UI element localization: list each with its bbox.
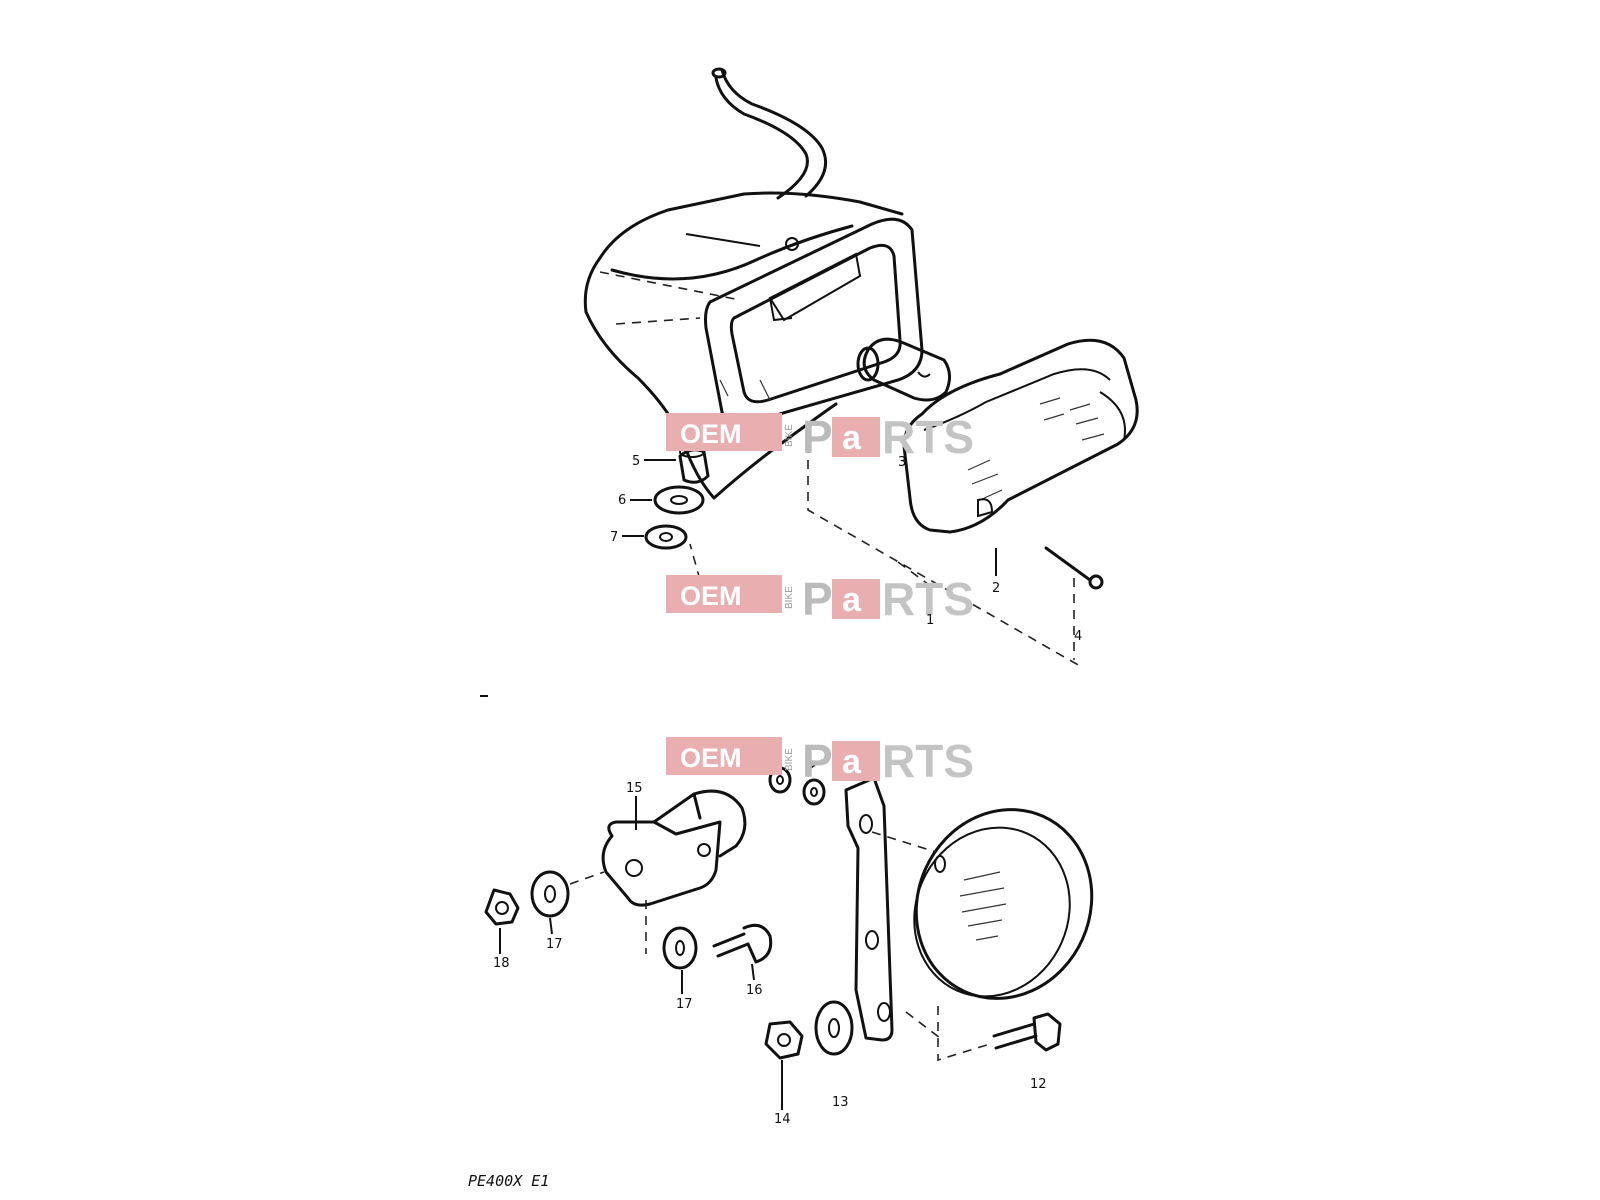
label-13: 13: [832, 1095, 849, 1110]
leader-lines-lower: [499, 759, 991, 1110]
screw-4: [1044, 546, 1104, 590]
tail-lamp-housing: [583, 67, 924, 500]
label-14: 14: [774, 1112, 791, 1127]
svg-text:P: P: [802, 735, 833, 787]
svg-text:OEM: OEM: [680, 743, 742, 773]
reflector-bracket-15: [601, 789, 747, 907]
label-1: 1: [926, 613, 934, 628]
reflector: [913, 808, 1094, 1000]
label-15: 15: [626, 781, 643, 796]
watermark-1: OEM BIKE P a RTS: [666, 411, 974, 463]
label-6: 6: [618, 493, 626, 508]
diagram-code: PE400X E1: [468, 1172, 549, 1190]
nut-14: [764, 1020, 804, 1060]
svg-text:RTS: RTS: [882, 573, 974, 625]
svg-text:BIKE: BIKE: [784, 424, 795, 447]
bolt-12: [992, 1012, 1062, 1052]
label-17a: 17: [546, 937, 563, 952]
svg-text:a: a: [842, 419, 862, 457]
label-7: 7: [610, 530, 618, 545]
svg-text:P: P: [802, 411, 833, 463]
label-17b: 17: [676, 997, 693, 1012]
label-16: 16: [746, 983, 763, 998]
washer-17b: [662, 926, 698, 970]
svg-text:RTS: RTS: [882, 411, 974, 463]
watermark-2: OEM BIKE P a RTS: [666, 573, 974, 625]
svg-text:a: a: [842, 743, 862, 781]
svg-text:OEM: OEM: [680, 581, 742, 611]
label-5: 5: [632, 454, 640, 469]
svg-text:OEM: OEM: [680, 419, 742, 449]
tail-lamp-lens: [902, 338, 1139, 534]
reflector-stay: [844, 776, 894, 1042]
svg-text:P: P: [802, 573, 833, 625]
svg-text:RTS: RTS: [882, 735, 974, 787]
bolt-16: [712, 923, 773, 964]
svg-text:a: a: [842, 581, 862, 619]
label-3: 3: [898, 455, 906, 470]
svg-text:BIKE: BIKE: [784, 586, 795, 609]
label-2: 2: [992, 581, 1000, 596]
label-12: 12: [1030, 1077, 1047, 1092]
watermark-3: OEM BIKE P a RTS: [666, 735, 974, 787]
leader-lines-upper: [622, 444, 1081, 667]
label-4: 4: [1074, 629, 1082, 644]
nut-18: [484, 888, 520, 926]
nut-7: [644, 524, 688, 550]
label-18: 18: [493, 956, 510, 971]
washer-17a: [530, 870, 570, 918]
bulb: [856, 337, 951, 402]
svg-text:BIKE: BIKE: [784, 748, 795, 771]
washer-13: [814, 1000, 854, 1056]
washer-6: [653, 485, 705, 515]
